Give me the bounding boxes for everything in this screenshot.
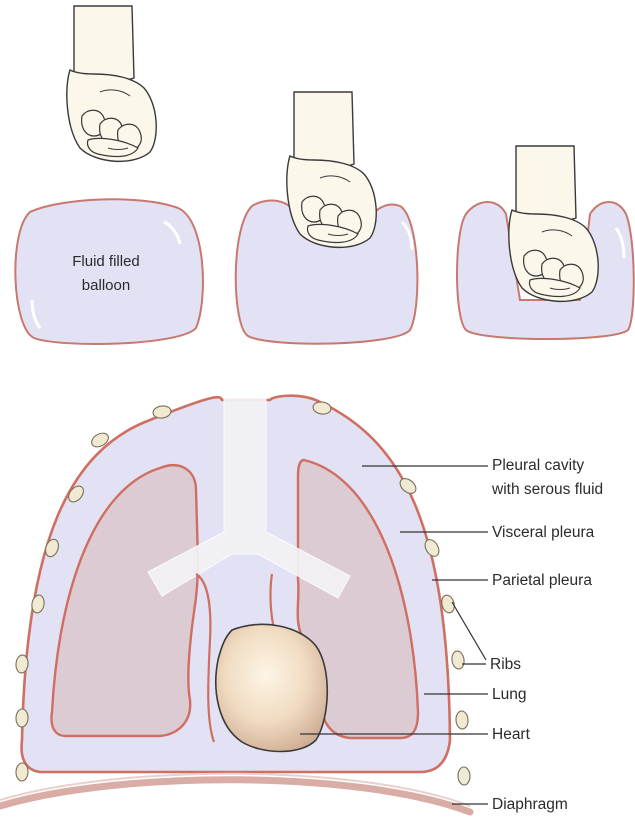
heart — [216, 624, 327, 751]
label-diaphragm: Diaphragm — [492, 796, 568, 813]
rib-icon — [455, 711, 468, 730]
label-visceral-pleura: Visceral pleura — [492, 524, 595, 541]
fist-icon — [509, 146, 598, 301]
rib-icon — [16, 709, 29, 727]
rib-icon — [16, 763, 29, 781]
fist-icon — [287, 92, 376, 247]
label-ribs: Ribs — [490, 656, 521, 673]
rib-icon — [458, 767, 471, 785]
fist-icon — [67, 6, 156, 161]
label-heart: Heart — [492, 726, 531, 743]
balloon-label-line1: Fluid filled — [72, 253, 140, 270]
label-pleural-cavity-line2: with serous fluid — [491, 481, 603, 498]
balloon-1 — [15, 199, 203, 344]
label-lung: Lung — [492, 686, 526, 703]
balloon-label-line2: balloon — [82, 277, 130, 294]
label-parietal-pleura: Parietal pleura — [492, 572, 592, 589]
rib-icon — [451, 650, 465, 669]
label-pleural-cavity-line1: Pleural cavity — [492, 457, 584, 474]
